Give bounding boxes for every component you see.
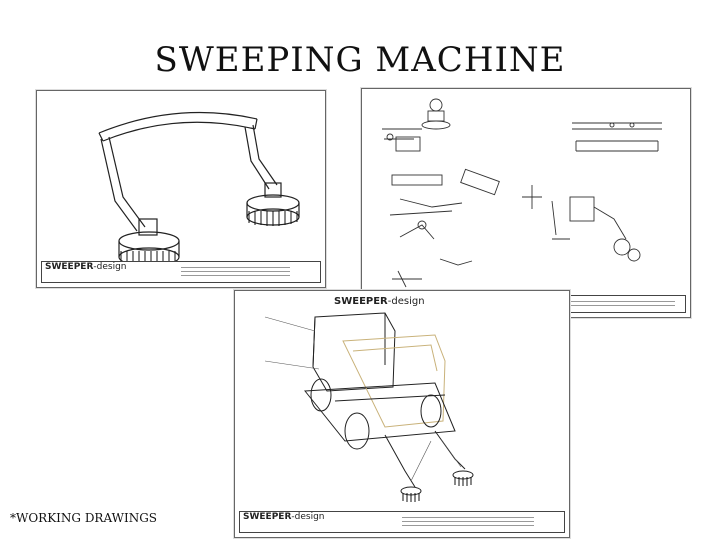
drawing-sheet-part-details: [361, 88, 691, 318]
title-block-vehicle: SWEEPER-design: [239, 511, 565, 533]
title-block-arm: SWEEPER-design: [41, 261, 321, 283]
title-block-fields: [402, 514, 534, 530]
arm-assembly-drawing: [98, 111, 300, 267]
title-block-fields: [181, 264, 290, 280]
vehicle-drawing: [264, 312, 474, 502]
drawing-sheet-vehicle: SWEEPER-design: [234, 290, 570, 538]
slide-title: SWEEPING MACHINE: [154, 40, 566, 80]
brand-label-parts: SWEEPER-design: [334, 296, 425, 307]
title-block-parts: [552, 295, 686, 313]
brand-label: SWEEPER-design: [243, 512, 325, 522]
brand-label: SWEEPER-design: [45, 262, 127, 272]
part-details-drawing: [382, 98, 662, 288]
caption-working-drawings: *WORKING DRAWINGS: [10, 511, 158, 525]
title-block-fields: [563, 298, 675, 310]
drawing-sheet-arm-assembly: SWEEPER-design: [36, 90, 326, 288]
